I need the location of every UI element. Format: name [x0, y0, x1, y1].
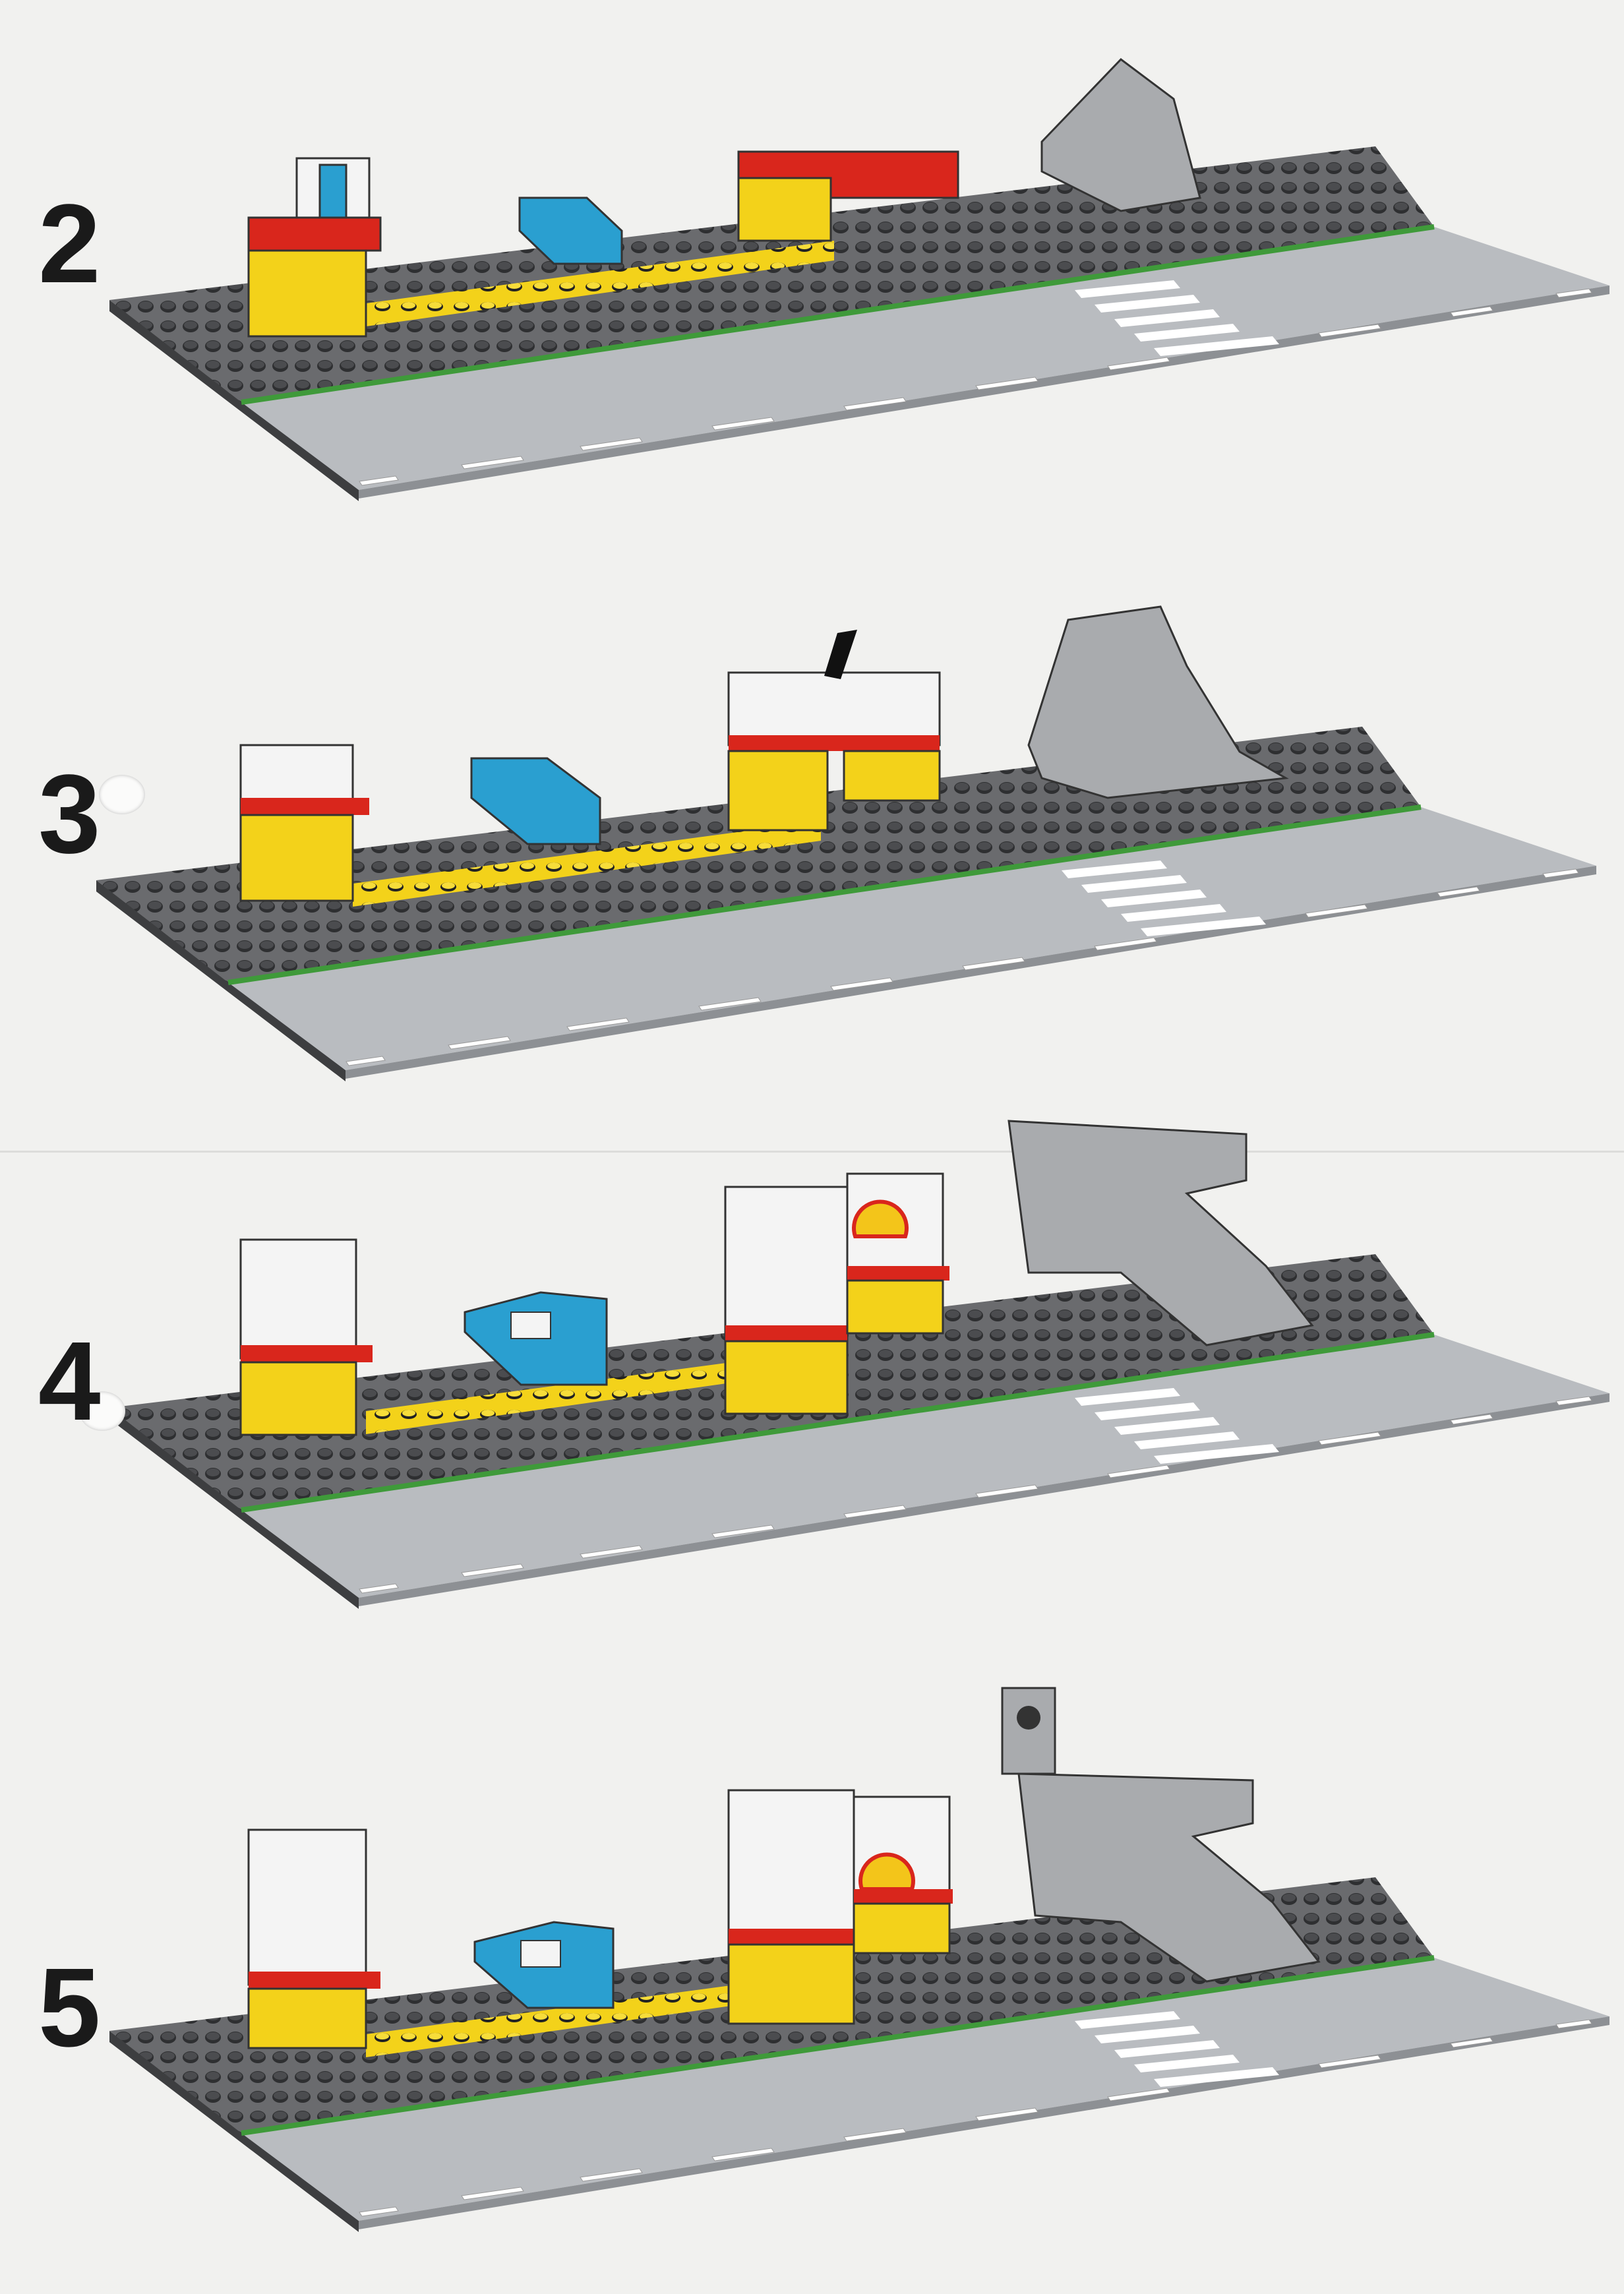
shell-logo: [852, 1199, 909, 1238]
punch-hole: [99, 775, 145, 814]
step-2-illustration: [109, 58, 1609, 501]
step-3-illustration: [96, 605, 1596, 1081]
yellow-wall-right: [737, 177, 832, 242]
step-number: 5: [38, 1945, 101, 2070]
yellow-base: [247, 249, 367, 338]
step-number: 2: [38, 181, 101, 307]
red-bricks: [247, 216, 382, 252]
step-4-illustration: [109, 1120, 1609, 1609]
punch-hole: [79, 1391, 125, 1431]
step-number: 3: [38, 752, 101, 877]
grey-ramp: [1040, 58, 1201, 212]
shell-logo: [858, 1852, 915, 1891]
blue-brick: [518, 196, 623, 265]
paper-fold-line: [0, 1151, 1624, 1153]
step-5-illustration: [109, 1687, 1609, 2232]
step-number: 4: [38, 1319, 101, 1444]
